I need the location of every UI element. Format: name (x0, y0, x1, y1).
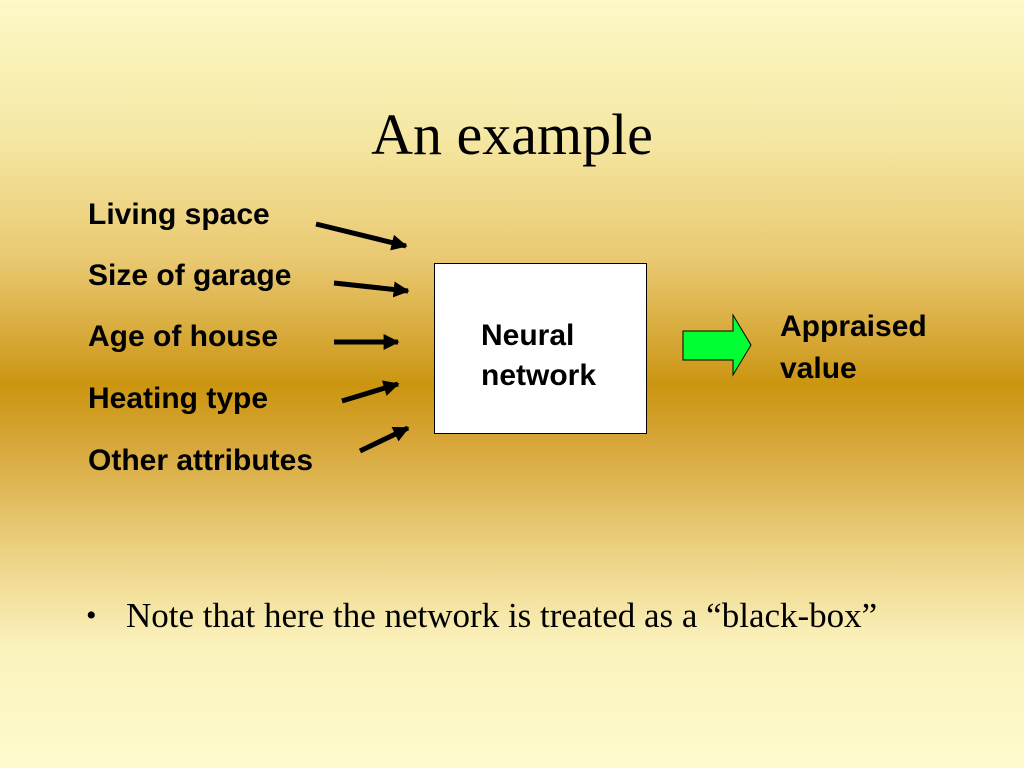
output-arrow-icon (682, 313, 752, 377)
input-arrow-heating-type (341, 380, 400, 404)
neural-network-box: Neural network (434, 263, 647, 434)
neural-network-label: Neural network (481, 319, 597, 392)
input-label-other-attributes: Other attributes (88, 444, 314, 477)
input-label-size-of-garage: Size of garage (88, 259, 292, 292)
bullet-marker: • (86, 599, 97, 632)
input-arrow-living-space (315, 221, 408, 251)
input-label-living-space: Living space (88, 198, 270, 231)
input-arrow-other-attributes (358, 425, 410, 454)
input-label-age-of-house: Age of house (88, 320, 279, 353)
bullet-note: • Note that here the network is treated … (86, 594, 966, 638)
input-label-heating-type: Heating type (88, 382, 269, 415)
bullet-text: Note that here the network is treated as… (126, 596, 878, 635)
input-arrow-size-of-garage (333, 280, 410, 298)
output-label: Appraised value (780, 310, 927, 385)
slide-title: An example (371, 102, 653, 167)
